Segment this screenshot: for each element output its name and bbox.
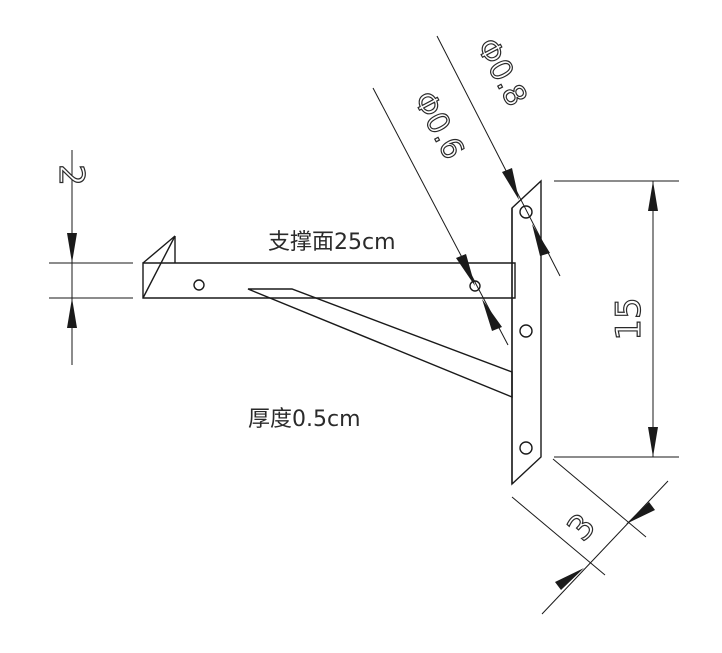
plate-hole-bottom xyxy=(519,441,533,455)
dimension-hole-0-8-label: Φ0.8 xyxy=(469,33,533,112)
thickness-label: 厚度0.5cm xyxy=(248,407,361,432)
diagonal-brace xyxy=(247,288,513,399)
support-arm xyxy=(142,235,516,299)
dimension-15: 15 xyxy=(554,180,679,458)
dimension-hole-0-6-label: Φ0.6 xyxy=(406,86,470,165)
dimension-3: 3 xyxy=(511,458,669,615)
support-surface-label: 支撑面25cm xyxy=(268,230,396,255)
arm-hole-right xyxy=(469,280,481,292)
plate-hole-middle xyxy=(519,324,533,338)
dimension-2-label: 2 xyxy=(51,164,91,186)
dimension-2: 2 xyxy=(49,150,133,365)
dimension-hole-0-6: Φ0.6 xyxy=(372,85,509,346)
arm-hole-left xyxy=(193,279,205,291)
plate-hole-top xyxy=(519,205,533,219)
dimension-15-label: 15 xyxy=(609,297,649,340)
vertical-plate xyxy=(511,179,542,486)
